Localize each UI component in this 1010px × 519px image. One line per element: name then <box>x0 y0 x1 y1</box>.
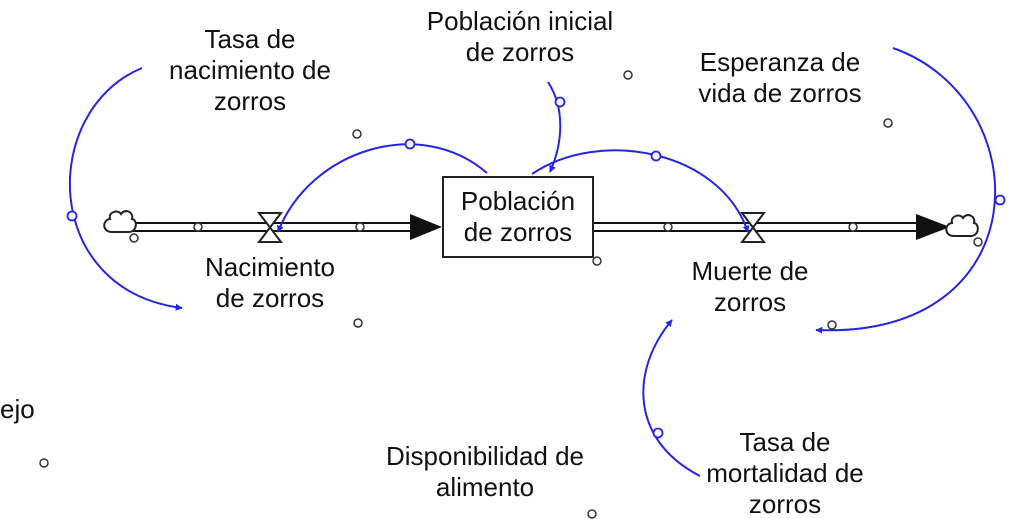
outflow-pipe <box>594 214 950 240</box>
link-lifeexp-to-deaths <box>815 47 997 334</box>
sink-cloud-icon <box>945 214 979 237</box>
var-initial-population[interactable]: Población inicial de zorros <box>426 6 614 67</box>
var-food-availability[interactable]: Disponibilidad de alimento <box>385 441 585 502</box>
flow-births[interactable]: Nacimiento de zorros <box>204 252 336 313</box>
link-mortality-to-deaths <box>642 319 701 477</box>
deaths-valve-icon <box>739 212 767 243</box>
var-life-expectancy[interactable]: Esperanza de vida de zorros <box>698 47 862 108</box>
inflow-arrowhead <box>410 214 442 240</box>
var-mortality-rate[interactable]: Tasa de mortalidad de zorros <box>706 427 864 519</box>
var-partial-label[interactable]: ejo <box>0 394 35 424</box>
link-initial-to-stock <box>547 81 562 173</box>
var-birth-rate[interactable]: Tasa de nacimiento de zorros <box>169 24 331 116</box>
outflow-arrowhead <box>916 214 950 240</box>
source-cloud-icon <box>103 210 137 233</box>
link-birthrate-to-births <box>68 67 183 311</box>
anchor-handles <box>39 70 983 519</box>
flow-deaths[interactable]: Muerte de zorros <box>691 256 809 317</box>
stock-fox-population[interactable]: Población de zorros <box>442 176 594 258</box>
births-valve-icon <box>256 212 284 243</box>
link-handles <box>66 96 1006 439</box>
link-stock-to-births <box>277 143 488 233</box>
